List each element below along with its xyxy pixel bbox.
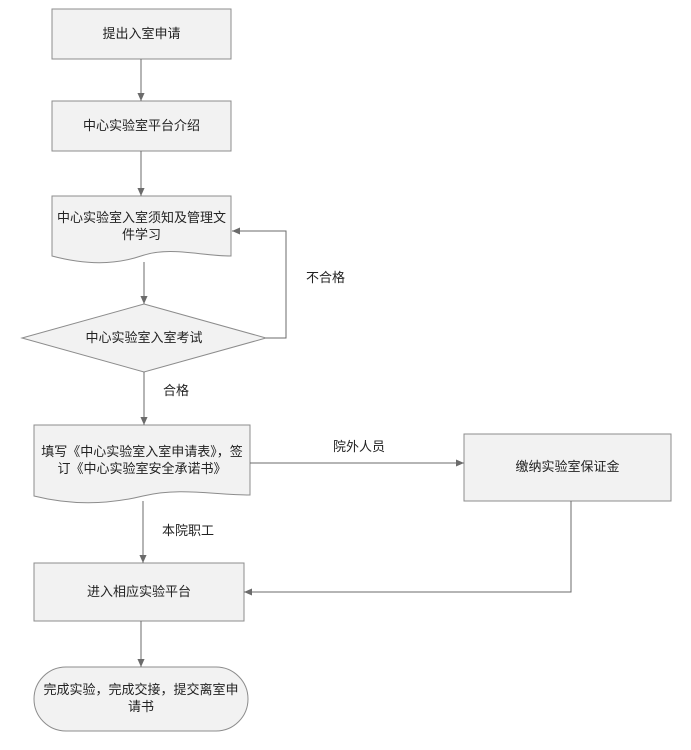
node-deposit-label: 缴纳实验室保证金 <box>515 460 620 475</box>
edge-pass-label: 合格 <box>163 384 190 399</box>
node-study-label: 中心实验室入室须知及管理文件学习 <box>56 211 226 243</box>
edge-internal-label: 本院职工 <box>162 524 215 539</box>
node-deposit-shape <box>463 433 672 502</box>
node-intro-shape <box>51 100 232 152</box>
edge-fail-label: 不合格 <box>306 271 346 286</box>
node-intro-label: 中心实验室平台介绍 <box>82 118 200 134</box>
node-study-shape <box>51 195 232 264</box>
edge-exam-fail-loop <box>232 227 287 339</box>
node-finish-label: 完成实验，完成交接，提交离室申请书 <box>43 683 239 715</box>
node-fill-form-shape <box>33 424 251 504</box>
node-submit-shape <box>51 8 232 60</box>
node-fill-form-label: 填写《中心实验室入室申请表》，签订《中心实验室安全承诺书》 <box>41 445 243 477</box>
node-enter-label: 进入相应实验平台 <box>86 584 191 600</box>
edge-external-label: 院外人员 <box>333 440 386 455</box>
edge-deposit-to-enter <box>244 501 572 596</box>
node-submit-label: 提出入室申请 <box>102 26 181 42</box>
node-exam-label: 中心实验室入室考试 <box>85 330 203 346</box>
